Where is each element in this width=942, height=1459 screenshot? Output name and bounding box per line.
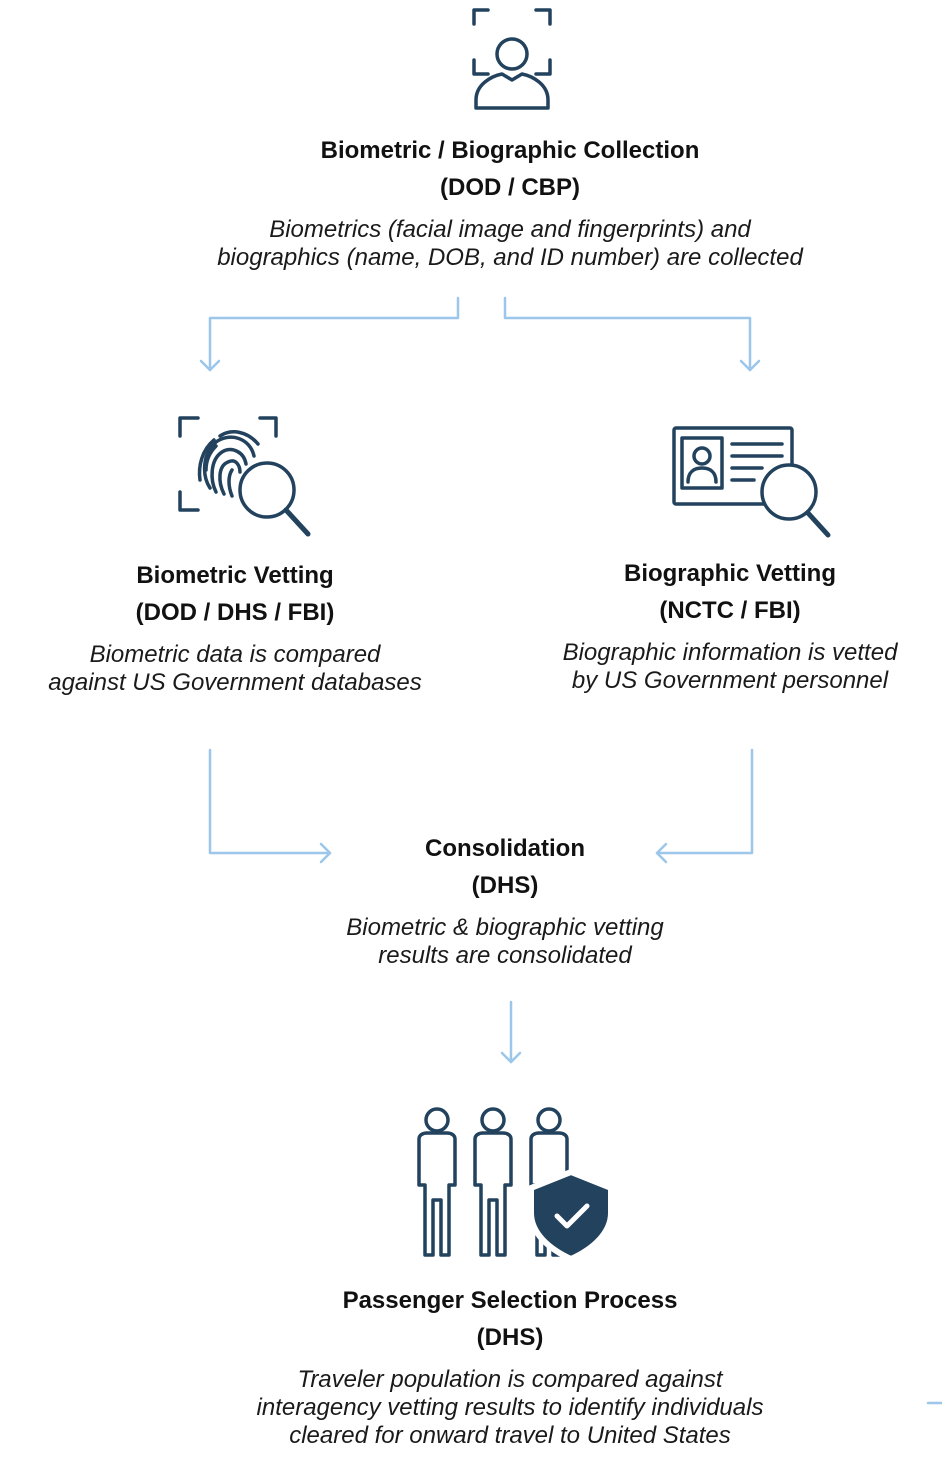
passenger-selection-title: Passenger Selection Process [342, 1287, 678, 1314]
collection-desc-line1: Biometrics (facial image and fingerprint… [269, 216, 751, 243]
node-passenger-selection: Passenger Selection Process (DHS) Travel… [130, 1282, 890, 1450]
passenger-selection-desc-line1: Traveler population is compared against [297, 1366, 723, 1393]
passenger-selection-agency: (DHS) [476, 1324, 544, 1351]
passenger-selection-desc-line2: interagency vetting results to identify … [256, 1394, 764, 1421]
collection-desc: Biometrics (facial image and fingerprint… [110, 216, 910, 272]
biographic-vetting-agency: (NCTC / FBI) [659, 597, 801, 624]
biographic-vetting-desc-line1: Biographic information is vetted [562, 639, 898, 666]
consolidation-agency: (DHS) [471, 872, 539, 899]
consolidation-desc: Biometric & biographic vetting results a… [255, 914, 755, 970]
arrow-collection-to-biometric [199, 296, 460, 372]
node-biometric-vetting: Biometric Vetting (DOD / DHS / FBI) Biom… [0, 557, 470, 697]
consolidation-desc-line1: Biometric & biographic vetting [346, 914, 664, 941]
biometric-vetting-agency: (DOD / DHS / FBI) [135, 599, 335, 626]
people-shield-icon [417, 1107, 614, 1262]
arrow-biometric-to-consolidation [208, 748, 332, 864]
biometric-vetting-desc: Biometric data is compared against US Go… [0, 641, 470, 697]
passenger-selection-desc: Traveler population is compared against … [130, 1366, 890, 1450]
fingerprint-search-icon [178, 416, 311, 537]
biometric-vetting-title: Biometric Vetting [136, 562, 334, 589]
arrow-collection-to-biographic [503, 296, 761, 372]
arrow-consolidation-to-selection [500, 1000, 522, 1064]
biographic-vetting-title: Biographic Vetting [623, 560, 836, 587]
biographic-vetting-desc: Biographic information is vetted by US G… [520, 639, 940, 695]
biometric-vetting-desc-line1: Biometric data is compared [89, 641, 381, 668]
collection-desc-line2: biographics (name, DOB, and ID number) a… [217, 244, 803, 271]
node-biographic-vetting: Biographic Vetting (NCTC / FBI) Biograph… [520, 555, 940, 695]
collection-agency: (DOD / CBP) [440, 174, 580, 201]
passenger-selection-desc-line3: cleared for onward travel to United Stat… [289, 1422, 731, 1449]
biographic-vetting-desc-line2: by US Government personnel [571, 667, 889, 694]
node-consolidation: Consolidation (DHS) Biometric & biograph… [255, 830, 755, 970]
node-collection: Biometric / Biographic Collection (DOD /… [110, 132, 910, 272]
biometric-vetting-desc-line2: against US Government databases [48, 669, 422, 696]
collection-title: Biometric / Biographic Collection [320, 137, 700, 164]
consolidation-title: Consolidation [425, 835, 585, 862]
arrow-biographic-to-consolidation [655, 748, 754, 864]
id-card-search-icon [672, 426, 831, 538]
consolidation-desc-line2: results are consolidated [378, 942, 632, 969]
face-scan-icon [472, 8, 552, 110]
